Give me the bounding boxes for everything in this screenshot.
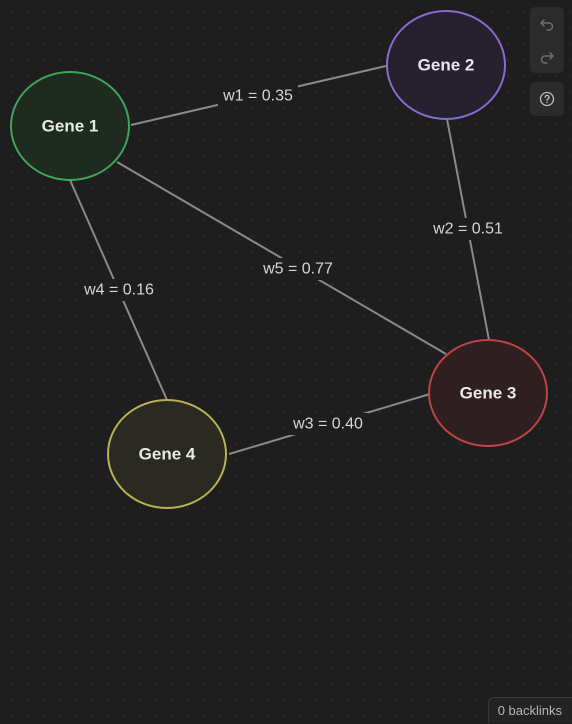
node-label-gene2: Gene 2 [418, 56, 475, 75]
node-gene3[interactable]: Gene 3 [429, 340, 547, 446]
edge-w2[interactable]: w2 = 0.51 [428, 119, 508, 340]
redo-button[interactable] [530, 40, 564, 73]
edge-w3[interactable]: w3 = 0.40 [229, 394, 430, 454]
node-label-gene3: Gene 3 [460, 384, 517, 403]
edge-label-w1: w1 = 0.35 [222, 88, 293, 105]
edge-w1[interactable]: w1 = 0.35 [131, 66, 386, 125]
edge-label-w3: w3 = 0.40 [292, 416, 363, 433]
help-button[interactable] [530, 82, 564, 115]
node-gene2[interactable]: Gene 2 [387, 11, 505, 119]
edge-label-w2: w2 = 0.51 [432, 221, 503, 238]
node-gene4[interactable]: Gene 4 [108, 400, 226, 508]
backlinks-indicator[interactable]: 0 backlinks [488, 697, 572, 723]
edge-label-w5: w5 = 0.77 [262, 261, 333, 278]
edge-w5[interactable]: w5 = 0.77 [117, 162, 446, 354]
edge-w4[interactable]: w4 = 0.16 [70, 180, 167, 400]
redo-icon [539, 49, 555, 65]
undo-icon [539, 16, 555, 32]
node-label-gene4: Gene 4 [139, 445, 196, 464]
edge-label-w4: w4 = 0.16 [83, 282, 154, 299]
undo-button[interactable] [530, 7, 564, 40]
node-gene1[interactable]: Gene 1 [11, 72, 129, 180]
node-label-gene1: Gene 1 [42, 117, 99, 136]
help-toolbar [530, 82, 564, 116]
history-toolbar [530, 7, 564, 73]
help-icon [539, 91, 555, 107]
